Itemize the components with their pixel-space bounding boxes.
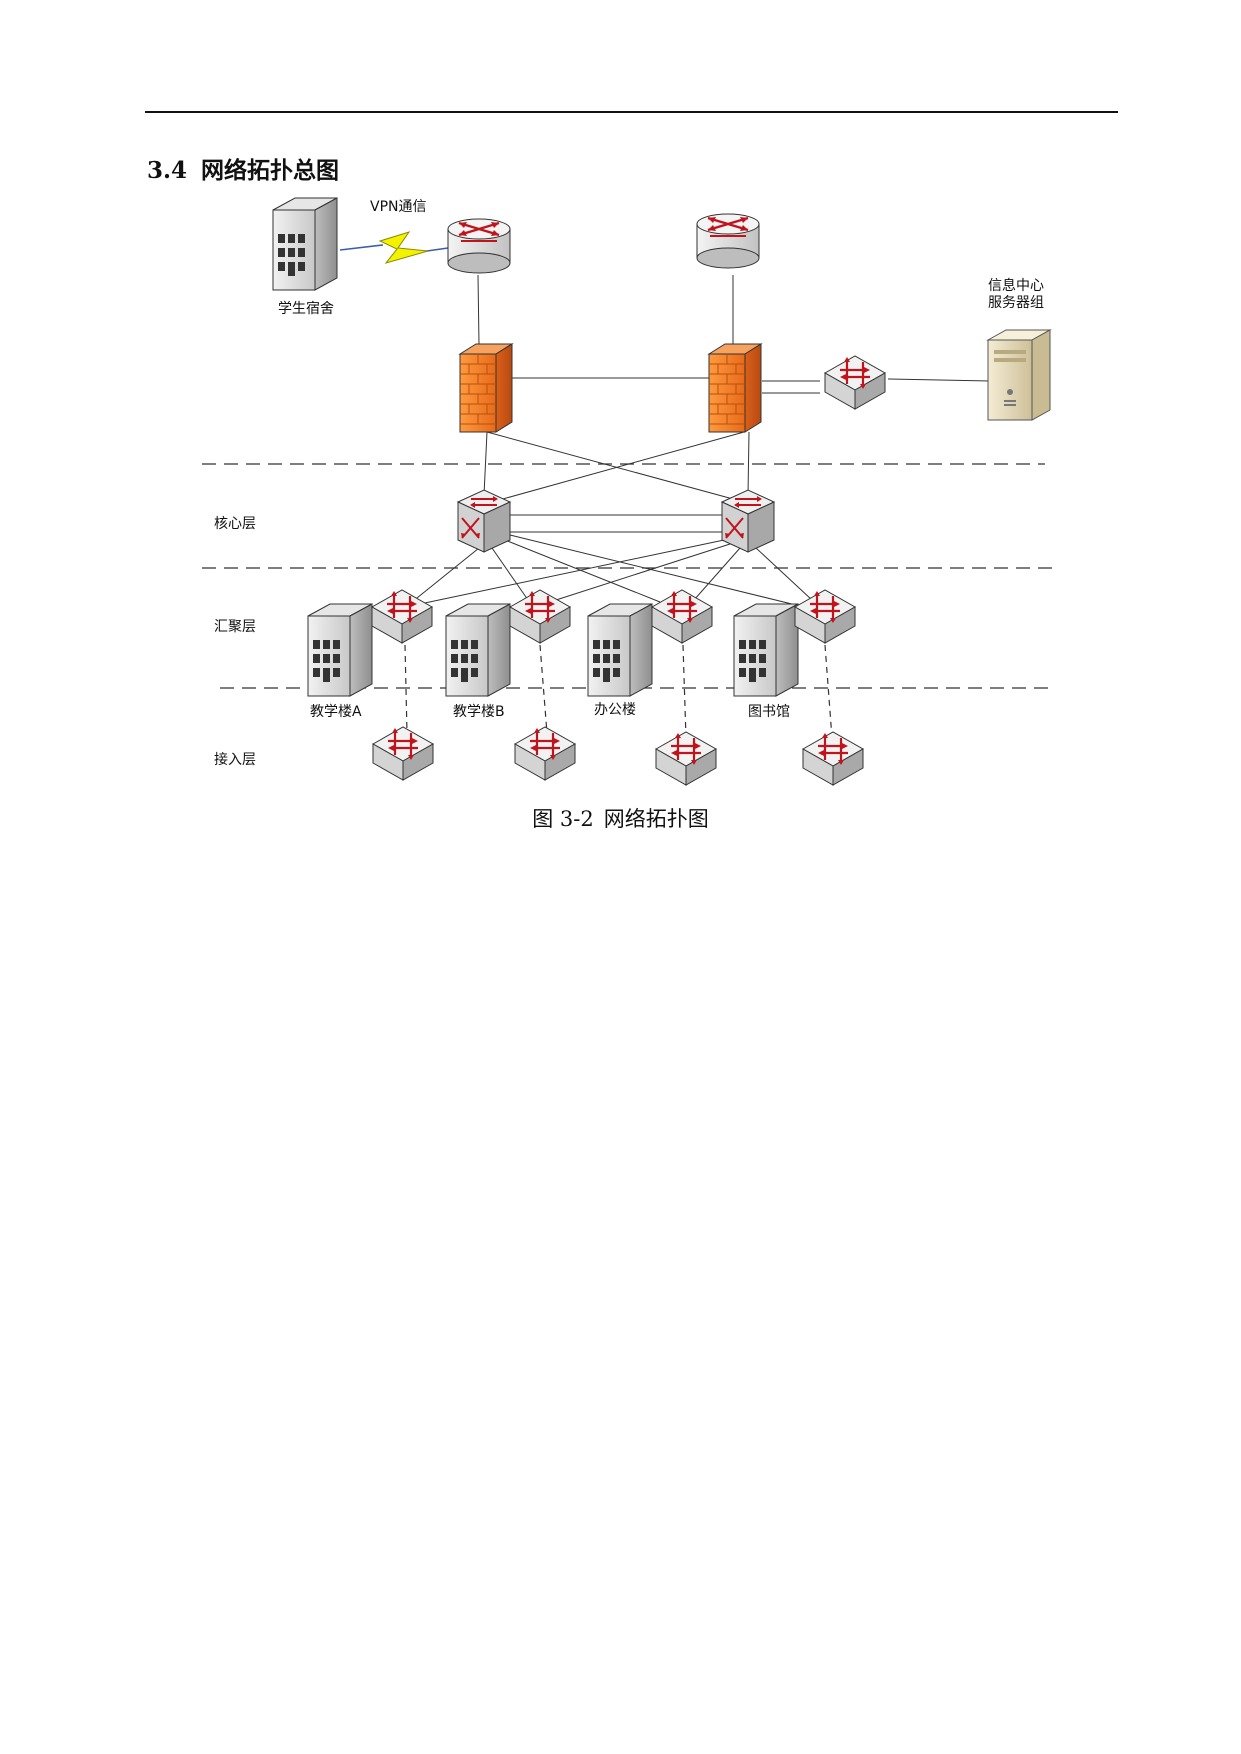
router-icon xyxy=(446,217,512,275)
dorm-label: 学生宿舍 xyxy=(278,300,334,317)
access-switch-icon xyxy=(654,730,718,787)
core-layer-label: 核心层 xyxy=(214,516,256,532)
building-b-icon xyxy=(445,603,511,697)
link-agg3-access3 xyxy=(682,644,687,739)
link-agg2-access2 xyxy=(539,644,548,734)
vpn-link xyxy=(339,231,449,264)
building-b-label: 教学楼B xyxy=(453,704,505,720)
link-core1-agg4 xyxy=(509,534,801,607)
switch-icon xyxy=(650,588,714,645)
switch-icon xyxy=(370,588,434,645)
link-core1-agg2 xyxy=(491,547,529,601)
link-agg4-access4 xyxy=(824,644,833,739)
switch-icon xyxy=(823,354,887,411)
figure-caption-title: 网络拓扑图 xyxy=(603,807,709,831)
access-switch-icon xyxy=(371,725,435,782)
link-core2-agg1 xyxy=(419,539,725,605)
link-core2-agg2 xyxy=(555,543,731,601)
link-firewall1-core1 xyxy=(483,431,488,496)
link-firewall2-core2 xyxy=(747,431,750,496)
link-router1-firewall1 xyxy=(477,274,480,346)
office-building-icon xyxy=(587,603,653,697)
network-links xyxy=(411,274,991,607)
link-core1-agg1 xyxy=(411,543,485,603)
link-core2-agg4 xyxy=(755,547,813,601)
link-switch-server xyxy=(887,378,991,382)
link-core1-agg3 xyxy=(504,539,661,603)
figure-caption-number: 图 3-2 xyxy=(532,807,594,831)
access-layer-label: 接入层 xyxy=(214,751,256,768)
aggregation-layer-label: 汇聚层 xyxy=(214,619,256,635)
library-building-icon xyxy=(733,603,799,697)
core-switch-icon xyxy=(457,489,511,553)
link-firewall2-core1 xyxy=(491,431,745,503)
section-title: 网络拓扑总图 xyxy=(201,157,340,184)
office-label: 办公楼 xyxy=(594,702,636,718)
access-links xyxy=(404,644,833,739)
library-label: 图书馆 xyxy=(748,704,790,720)
access-switch-icon xyxy=(513,725,577,782)
router-icon xyxy=(695,212,761,270)
building-a-label: 教学楼A xyxy=(310,704,362,720)
info-center-label: 信息中心 xyxy=(988,277,1044,294)
link-agg1-access1 xyxy=(404,644,408,734)
server-group-label: 服务器组 xyxy=(988,295,1044,311)
firewall-icon xyxy=(459,343,513,433)
firewall-icon xyxy=(708,343,762,433)
network-topology-diagram: VPN通信 学生宿舍 信息中心 服务器组 核心层 汇聚层 接入层 教学楼A 教学… xyxy=(202,197,1060,787)
dorm-building-icon xyxy=(272,197,338,291)
access-switch-icon xyxy=(801,730,865,787)
page-header-rule xyxy=(145,111,1118,113)
server-icon xyxy=(986,329,1052,421)
vpn-lightning-icon xyxy=(378,231,429,264)
building-a-icon xyxy=(307,603,373,697)
link-core2-agg3 xyxy=(693,547,741,601)
section-number: 3.4 xyxy=(147,157,188,184)
section-heading: 3.4 网络拓扑总图 xyxy=(147,151,339,185)
vpn-label: VPN通信 xyxy=(370,199,427,215)
link-firewall1-core2 xyxy=(486,431,745,503)
switch-icon xyxy=(793,588,857,645)
core-switch-icon xyxy=(721,489,775,553)
figure-caption: 图 3-2 网络拓扑图 xyxy=(0,803,1241,833)
